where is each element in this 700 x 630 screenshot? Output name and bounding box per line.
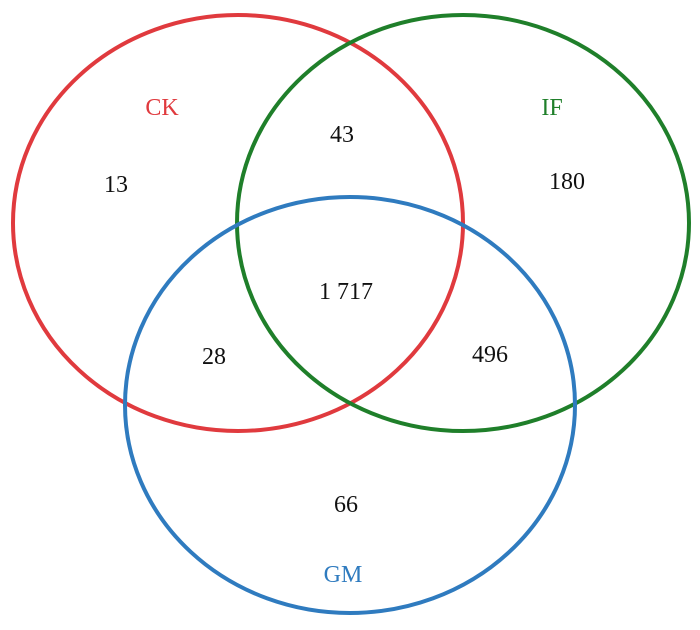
if-gm-count: 496	[472, 342, 508, 368]
ck-only-count: 13	[104, 172, 128, 198]
ck-if-gm-count: 1 717	[319, 279, 373, 305]
gm-set-circle	[123, 195, 577, 615]
ck-gm-count: 28	[202, 344, 226, 370]
gm-set-label: GM	[324, 562, 363, 588]
ck-set-label: CK	[145, 95, 179, 121]
if-only-count: 180	[549, 169, 585, 195]
if-set-label: IF	[541, 95, 562, 121]
ck-if-count: 43	[330, 122, 354, 148]
gm-only-count: 66	[334, 492, 358, 518]
